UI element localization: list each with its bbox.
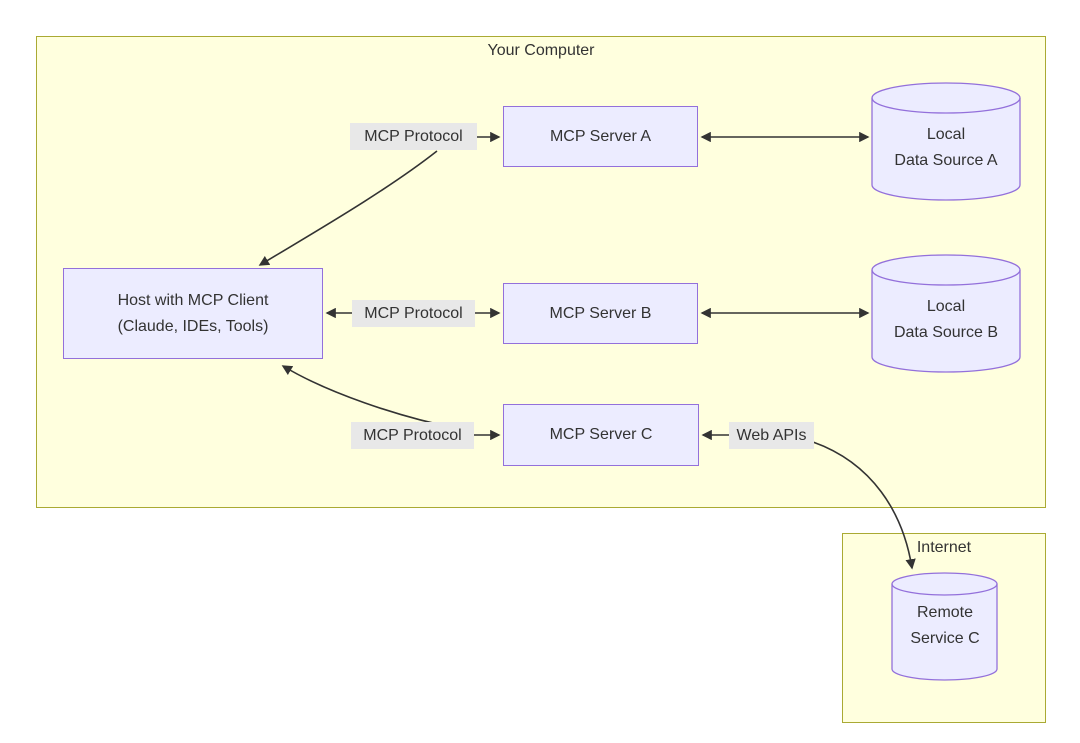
node-mcp-server-c: MCP Server C xyxy=(503,404,699,466)
edge-label-mcp-protocol-c: MCP Protocol xyxy=(351,422,474,449)
edge-webapis-to-remote-service xyxy=(812,441,916,570)
edge-label-web-apis: Web APIs xyxy=(729,422,814,449)
node-mcp-server-a-label: MCP Server A xyxy=(549,127,652,145)
edge-label-mcp-protocol-b: MCP Protocol xyxy=(352,300,475,327)
your-computer-group-title: Your Computer xyxy=(487,42,595,59)
node-local-data-source-a-label: Local Data Source A xyxy=(872,122,1020,174)
edge-label-mcp-protocol-a: MCP Protocol xyxy=(350,123,477,150)
node-remote-service-c-label: Remote Service C xyxy=(880,600,1010,652)
node-host-line2: (Claude, IDEs, Tools) xyxy=(117,317,269,335)
edge-label-c-to-host xyxy=(281,365,461,430)
internet-group-box xyxy=(842,533,1046,723)
data-source-a-line1: Local xyxy=(926,126,966,143)
node-mcp-server-b-label: MCP Server B xyxy=(549,304,652,322)
node-mcp-server-b: MCP Server B xyxy=(503,283,698,344)
node-local-data-source-b-label: Local Data Source B xyxy=(872,294,1020,346)
data-source-a-line2: Data Source A xyxy=(894,152,998,169)
node-host-with-mcp-client: Host with MCP Client (Claude, IDEs, Tool… xyxy=(63,268,323,359)
data-source-a-cylinder xyxy=(871,82,1021,201)
remote-service-c-line2: Service C xyxy=(910,630,980,647)
data-source-b-cylinder xyxy=(871,254,1021,373)
node-mcp-server-c-label: MCP Server C xyxy=(549,426,653,443)
node-host-line1: Host with MCP Client xyxy=(117,291,269,309)
remote-service-c-line1: Remote xyxy=(916,604,974,621)
node-mcp-server-a: MCP Server A xyxy=(503,106,698,167)
remote-service-c-cylinder xyxy=(891,572,998,681)
internet-group-title: Internet xyxy=(916,539,972,556)
data-source-b-line1: Local xyxy=(926,298,966,315)
data-source-b-line2: Data Source B xyxy=(893,324,999,341)
edge-label-a-to-host xyxy=(258,150,438,266)
